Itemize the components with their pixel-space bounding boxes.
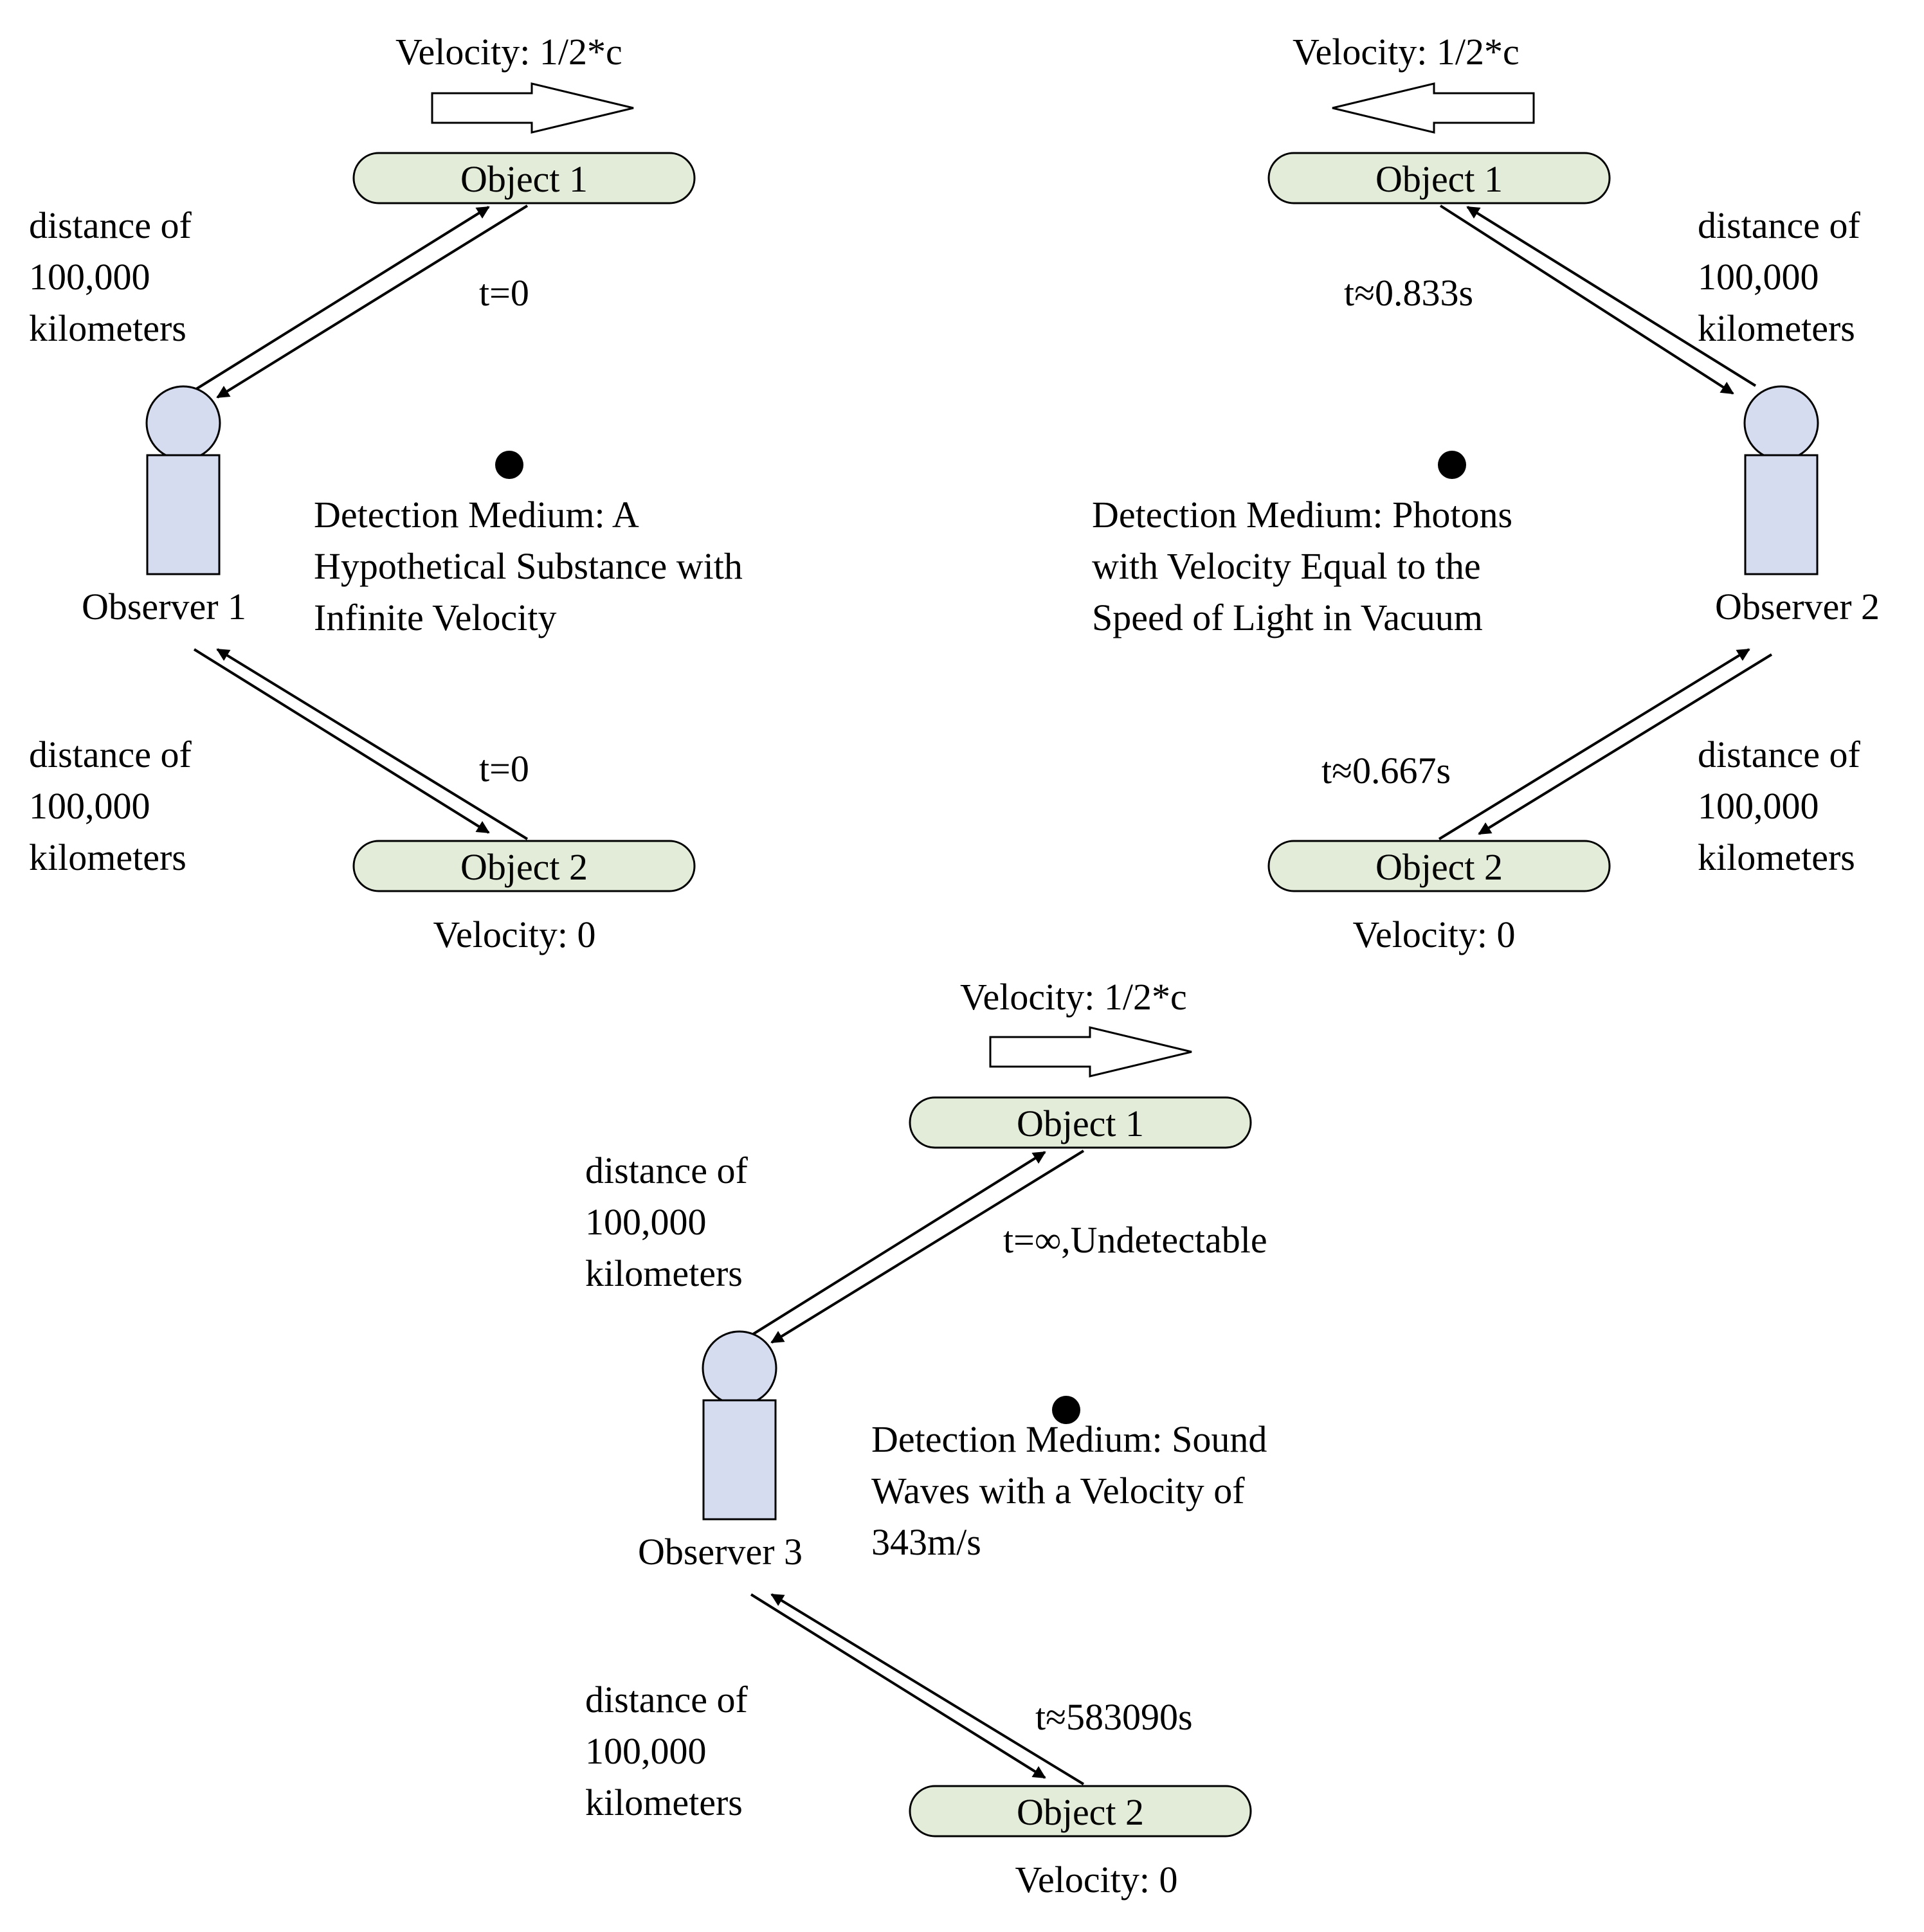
object1-node	[352, 152, 696, 204]
signal-arrow-from-object2	[770, 1593, 1085, 1785]
velocity-label-object1: Velocity: 1/2*c	[1293, 31, 1520, 73]
distance-label-bottom-line1: distance of	[1698, 734, 1861, 775]
time-label-bottom: t≈583090s	[1035, 1696, 1193, 1738]
medium-line1: Detection Medium: Sound	[871, 1418, 1267, 1460]
signal-arrow-to-observer-from-object2	[1438, 648, 1750, 840]
signal-arrow-to-object2	[1478, 653, 1773, 835]
signal-arrow-to-object2	[750, 1593, 1046, 1779]
distance-label-top-line1: distance of	[29, 204, 192, 246]
distance-label-bottom-line2: 100,000	[585, 1730, 707, 1772]
distance-label-bottom-line1: distance of	[29, 734, 192, 775]
object1-label: Object 1	[1375, 158, 1503, 200]
object2-label: Object 2	[1375, 846, 1503, 888]
distance-label-top-line3: kilometers	[29, 307, 186, 349]
distance-label-bottom-line1: distance of	[585, 1679, 749, 1720]
time-label-bottom: t=0	[479, 748, 529, 790]
distance-label-top-line1: distance of	[1698, 204, 1861, 246]
observer-body	[702, 1399, 777, 1521]
signal-arrow-to-object1	[1466, 206, 1757, 387]
motion-right-arrow	[431, 82, 634, 134]
distance-label-bottom-line3: kilometers	[585, 1782, 743, 1823]
medium-line3: Infinite Velocity	[314, 597, 556, 638]
observer-head	[1743, 385, 1819, 461]
distance-label-top-line2: 100,000	[1698, 256, 1819, 298]
medium-line1: Detection Medium: A	[314, 494, 639, 536]
distance-label-top-line2: 100,000	[585, 1201, 707, 1243]
signal-arrow-to-observer	[1439, 204, 1734, 395]
distance-label-bottom-line3: kilometers	[1698, 836, 1855, 878]
velocity-label-object2: Velocity: 0	[1353, 914, 1516, 955]
panel-infinite-velocity: Velocity: 1/2*c Object 1 distance of 100…	[29, 31, 743, 955]
object2-node	[909, 1785, 1252, 1837]
medium-line3: Speed of Light in Vacuum	[1092, 597, 1483, 638]
distance-label-bottom-line2: 100,000	[29, 785, 150, 827]
time-label-top: t=0	[479, 272, 529, 314]
medium-line2: with Velocity Equal to the	[1092, 545, 1481, 587]
motion-left-arrow	[1332, 82, 1535, 134]
observer-head	[145, 385, 221, 461]
signal-arrow-to-observer	[770, 1150, 1085, 1344]
detection-point	[1052, 1396, 1080, 1424]
observer-body	[1744, 454, 1819, 575]
observer-label: Observer 3	[638, 1531, 803, 1573]
signal-arrow-to-observer	[216, 204, 529, 399]
motion-right-arrow	[989, 1026, 1192, 1078]
velocity-label-object2: Velocity: 0	[1015, 1859, 1178, 1900]
object1-node	[909, 1096, 1252, 1149]
observer-label: Observer 2	[1715, 586, 1880, 627]
medium-line1: Detection Medium: Photons	[1092, 494, 1512, 536]
panel-sound-waves: Velocity: 1/2*c Object 1 distance of 100…	[585, 976, 1267, 1900]
object2-node	[352, 840, 696, 892]
distance-label-top-line1: distance of	[585, 1150, 749, 1191]
observer-label: Observer 1	[82, 586, 246, 627]
panel-photons: Velocity: 1/2*c Object 1 t≈0.833s distan…	[1092, 31, 1880, 955]
time-label-top: t≈0.833s	[1344, 272, 1473, 314]
observer-head	[702, 1330, 777, 1406]
time-label-top: t=∞,Undetectable	[1003, 1219, 1267, 1261]
object2-label: Object 2	[460, 846, 588, 888]
distance-label-bottom-line3: kilometers	[29, 836, 186, 878]
object2-label: Object 2	[1017, 1791, 1144, 1833]
medium-line2: Hypothetical Substance with	[314, 545, 743, 587]
object2-node	[1267, 840, 1611, 892]
time-label-bottom: t≈0.667s	[1321, 750, 1451, 791]
signal-arrow-to-object1	[193, 206, 490, 392]
medium-line2: Waves with a Velocity of	[871, 1470, 1245, 1512]
detection-point	[495, 451, 523, 479]
velocity-label-object1: Velocity: 1/2*c	[395, 31, 622, 73]
object1-label: Object 1	[1017, 1103, 1144, 1144]
medium-line3: 343m/s	[871, 1521, 981, 1563]
distance-label-top-line2: 100,000	[29, 256, 150, 298]
velocity-label-object1: Velocity: 1/2*c	[960, 976, 1187, 1018]
distance-label-top-line3: kilometers	[1698, 307, 1855, 349]
distance-label-bottom-line2: 100,000	[1698, 785, 1819, 827]
distance-label-top-line3: kilometers	[585, 1252, 743, 1294]
signal-arrow-to-object2	[193, 648, 490, 834]
velocity-label-object2: Velocity: 0	[433, 914, 596, 955]
object1-label: Object 1	[460, 158, 588, 200]
signal-arrow-to-object1	[750, 1151, 1046, 1337]
signal-arrow-from-object2	[216, 648, 529, 840]
object1-node	[1267, 152, 1611, 204]
detection-point	[1438, 451, 1466, 479]
observer-body	[146, 454, 221, 575]
